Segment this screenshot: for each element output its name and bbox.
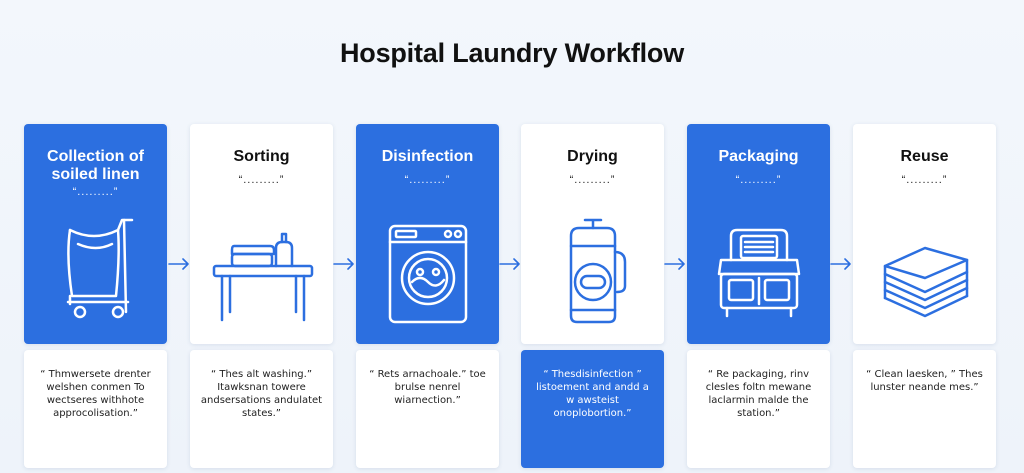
step-description-panel: “ Thes alt washing.” Itawksnan towere an… [190, 350, 333, 468]
arrow-right-icon [333, 258, 354, 270]
step-quote: “.........” [735, 174, 782, 186]
step-quote: “.........” [569, 174, 616, 186]
arrow-right-icon [830, 258, 851, 270]
step-quote: “.........” [238, 174, 285, 186]
arrow-right-icon [168, 258, 189, 270]
step-title: Drying [567, 148, 618, 165]
step-description: “ Thesdisinfection ” listoement and andd… [536, 369, 649, 419]
step-title: Packaging [718, 148, 799, 165]
arrow-right-icon [499, 258, 520, 270]
step-title: Reuse [900, 148, 949, 165]
step-title: Sorting [233, 148, 290, 165]
step-card: Collection of soiled linen “.........” [24, 124, 167, 344]
step-description-panel: “ Thmwersete drenter welshen conmen To w… [24, 350, 167, 468]
page-title: Hospital Laundry Workflow [339, 38, 685, 68]
sorting-table-icon [212, 232, 314, 322]
step-description-panel: “ Thesdisinfection ” listoement and andd… [521, 350, 664, 468]
folded-linen-stack-icon [883, 246, 969, 318]
step-card: Drying “.........” [521, 124, 664, 344]
step-description: “ Thmwersete drenter welshen conmen To w… [40, 369, 151, 419]
step-card: Sorting “.........” [190, 124, 333, 344]
step-description-panel: “ Re packaging, rinv clesles foltn mewan… [687, 350, 830, 468]
arrow-right-icon [664, 258, 685, 270]
step-card: Packaging “.........” [687, 124, 830, 344]
step-description: “ Re packaging, rinv clesles foltn mewan… [705, 369, 812, 419]
step-quote: “.........” [901, 174, 948, 186]
step-title: Collection of soiled linen [47, 148, 144, 183]
step-quote: “.........” [404, 174, 451, 186]
step-description-panel: “ Rets arnachoale.” toe brulse nenrel wi… [356, 350, 499, 468]
dryer-icon [569, 218, 627, 324]
step-description: “ Thes alt washing.” Itawksnan towere an… [200, 369, 323, 419]
packaging-machine-icon [717, 228, 801, 318]
washing-machine-icon [388, 224, 468, 324]
step-title: Disinfection [381, 148, 474, 165]
step-description: “ Rets arnachoale.” toe brulse nenrel wi… [369, 369, 486, 406]
laundry-cart-icon [66, 218, 134, 319]
step-quote: “.........” [72, 186, 119, 198]
step-description-panel: “ Clean laesken, ” Thes lunster neande m… [853, 350, 996, 468]
step-card: Disinfection “.........” [356, 124, 499, 344]
step-card: Reuse “.........” [853, 124, 996, 344]
step-description: “ Clean laesken, ” Thes lunster neande m… [866, 369, 983, 393]
